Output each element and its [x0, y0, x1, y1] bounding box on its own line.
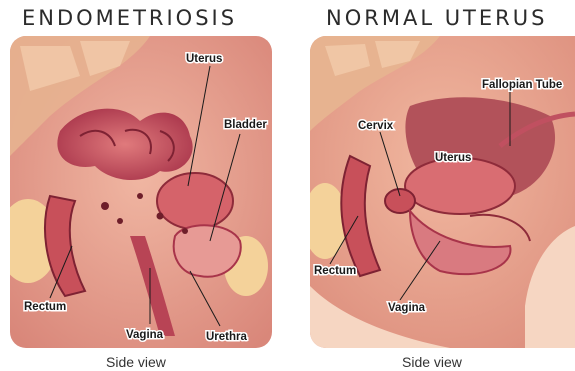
label-cervix: Cervix [358, 120, 394, 132]
normal-uterus-title: NORMAL UTERUS [326, 6, 547, 30]
normal-uterus-caption: Side view [402, 354, 462, 370]
label-uterus: Uterus [435, 152, 471, 164]
normal-uterus-illustration: Fallopian Tube Cervix Uterus Rectum Vagi… [310, 36, 575, 348]
endometriosis-title: ENDOMETRIOSIS [22, 6, 237, 30]
endometriosis-caption: Side view [106, 354, 166, 370]
normal-uterus-anatomy-drawing: Fallopian Tube Cervix Uterus Rectum Vagi… [310, 36, 575, 348]
label-uterus: Uterus [186, 53, 222, 65]
label-vagina: Vagina [388, 302, 426, 314]
endometriosis-illustration: Uterus Bladder Rectum Vagina Urethra [10, 36, 272, 348]
endometriosis-anatomy-drawing: Uterus Bladder Rectum Vagina Urethra [10, 36, 272, 348]
label-bladder: Bladder [224, 119, 267, 131]
label-vagina: Vagina [126, 329, 164, 341]
label-rectum: Rectum [24, 301, 66, 313]
label-rectum: Rectum [314, 265, 356, 277]
label-fallopian-tube: Fallopian Tube [482, 79, 562, 91]
label-urethra: Urethra [206, 331, 248, 343]
